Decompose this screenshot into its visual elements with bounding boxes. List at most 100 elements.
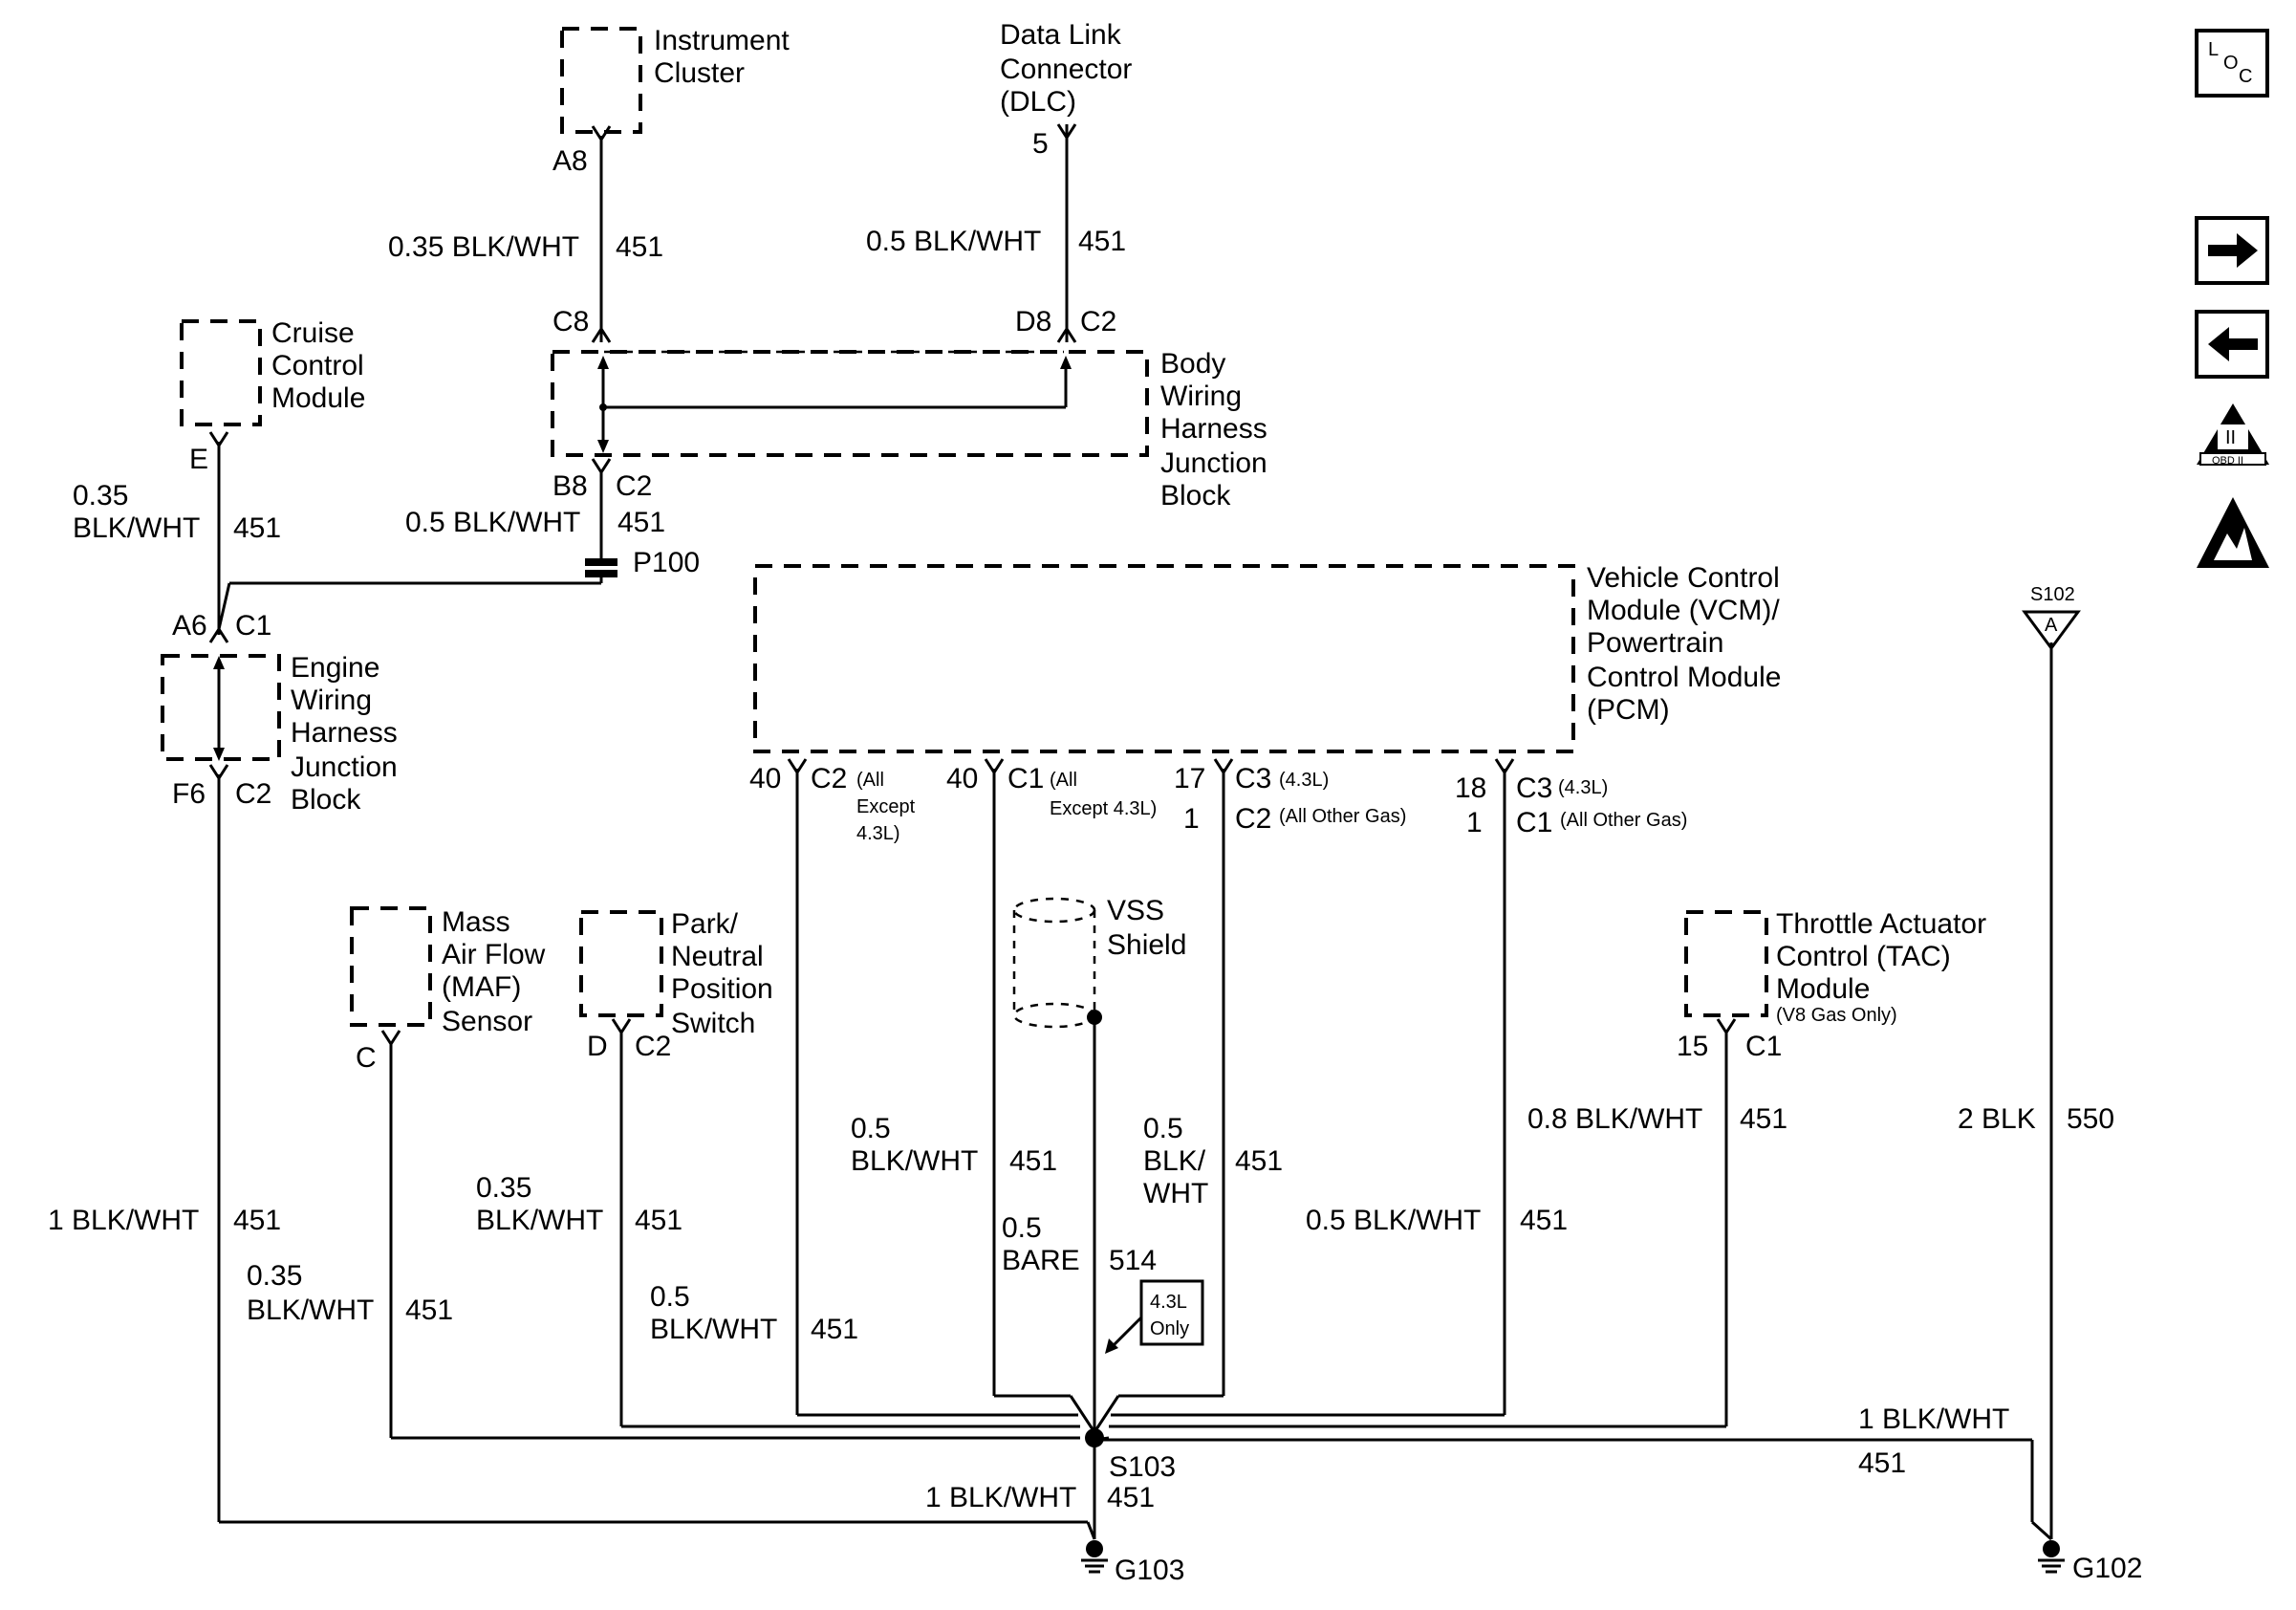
wire-maf-circuit: 451: [405, 1295, 453, 1326]
engine-junction-label: Engine Wiring Harness Junction Block: [291, 652, 405, 816]
svg-text:C: C: [2239, 66, 2252, 87]
back-arrow-icon[interactable]: [2195, 310, 2269, 379]
loc-icon[interactable]: L O C: [2195, 29, 2269, 98]
pin-vcm4-num: 18: [1455, 772, 1486, 804]
wire-pnp-gauge: 0.35 BLK/WHT: [476, 1172, 603, 1236]
tac-module-box: [1684, 910, 1768, 1017]
tac-module-label: Throttle Actuator Control (TAC) Module: [1776, 908, 1994, 1005]
pin-vcm1-note: (All Except 4.3L): [856, 770, 921, 844]
pin-vcm3-num: 17: [1174, 763, 1205, 794]
dlc-label: Data Link Connector (DLC): [1000, 19, 1140, 118]
pin-vcm1-conn: C2: [811, 763, 847, 794]
instrument-cluster-label: Instrument Cluster: [654, 25, 797, 89]
pin-vcm4-conn: C3: [1516, 772, 1552, 804]
pin-vcm4-num-b: 1: [1466, 807, 1483, 838]
pin-s103: S103: [1109, 1451, 1176, 1483]
pin-vcm3-conn-b: C2: [1235, 803, 1271, 835]
wire-dlc-circuit: 451: [1078, 226, 1126, 257]
pin-vcm1-num: 40: [749, 763, 781, 794]
pin-vcm4-note-b: (All Other Gas): [1560, 810, 1687, 831]
wire-ic-gauge: 0.35 BLK/WHT: [388, 231, 579, 263]
pin-bj-c8: C8: [552, 306, 589, 337]
vss-shield-label: VSS Shield: [1107, 895, 1186, 961]
wire-vcm4-gauge: 0.5 BLK/WHT: [1306, 1205, 1481, 1236]
maf-sensor-box: [350, 906, 432, 1027]
cruise-control-label: Cruise Control Module: [271, 317, 372, 414]
wire-vss-gauge: 0.5 BARE: [1002, 1212, 1080, 1276]
wire-vcm3-circuit: 451: [1235, 1145, 1283, 1177]
wire-maf-gauge: 0.35 BLK/WHT: [247, 1260, 374, 1326]
pin-ej-f6: F6: [172, 778, 206, 810]
pin-ic-a8: A8: [552, 145, 588, 177]
pin-vcm3-conn: C3: [1235, 763, 1271, 794]
tac-module-note: (V8 Gas Only): [1776, 1005, 1897, 1026]
instrument-cluster-box: [560, 27, 642, 134]
wire-vcm1-gauge: 0.5 BLK/WHT: [650, 1281, 777, 1345]
pin-vcm2-note: (All Except 4.3L): [1050, 770, 1157, 819]
wire-pnp-circuit: 451: [635, 1205, 682, 1236]
obd-ii-icon[interactable]: II OBD II: [2197, 403, 2269, 467]
wire-vcm2-gauge: 0.5 BLK/WHT: [851, 1113, 978, 1177]
connector-pins: [208, 123, 1737, 1047]
pin-ej-c2: C2: [235, 778, 271, 810]
pin-maf-c: C: [356, 1042, 377, 1074]
wire-vcm2-circuit: 451: [1009, 1145, 1057, 1177]
pin-g102: G102: [2072, 1553, 2142, 1584]
wire-dlc-gauge: 0.5 BLK/WHT: [866, 226, 1041, 257]
wire-g102-bus-gauge: 1 BLK/WHT: [1858, 1403, 2009, 1435]
wire-bj-out-gauge: 0.5 BLK/WHT: [405, 507, 580, 538]
pin-tac-15: 15: [1677, 1031, 1708, 1062]
body-junction-label: Body Wiring Harness Junction Block: [1160, 348, 1275, 511]
note-43l-text: 4.3L Only: [1150, 1292, 1192, 1339]
wire-s102-circuit: 550: [2067, 1103, 2114, 1135]
wire-ej-out-circuit: 451: [233, 1205, 281, 1236]
pin-vcm3-note-b: (All Other Gas): [1279, 806, 1406, 827]
wire-s102-gauge: 2 BLK: [1958, 1103, 2036, 1135]
pin-vcm3-note: (4.3L): [1279, 770, 1329, 791]
pin-cc-e: E: [189, 444, 208, 475]
pin-vcm3-num-b: 1: [1183, 803, 1200, 835]
wire-g102-bus-circuit: 451: [1858, 1447, 1906, 1479]
note-43l-box: [1139, 1279, 1204, 1346]
wire-vcm3-gauge: 0.5 BLK/ WHT: [1143, 1113, 1213, 1209]
wire-ic-circuit: 451: [616, 231, 663, 263]
pin-s102-letter: A: [2045, 615, 2058, 636]
wire-vss-circuit: 514: [1109, 1245, 1157, 1276]
pin-vcm4-note: (4.3L): [1558, 777, 1608, 798]
g103-ground-icon: [1081, 1540, 1108, 1574]
wire-bj-out-circuit: 451: [617, 507, 665, 538]
wire-cc-circuit: 451: [233, 512, 281, 544]
maf-sensor-label: Mass Air Flow (MAF) Sensor: [442, 906, 553, 1037]
pin-vcm2-conn: C1: [1007, 763, 1044, 794]
pin-vcm2-num: 40: [946, 763, 978, 794]
pin-pnp-c2: C2: [635, 1031, 671, 1062]
wire-tac-circuit: 451: [1740, 1103, 1787, 1135]
wire-g103-gauge: 1 BLK/WHT: [925, 1482, 1076, 1513]
wire-vcm1-circuit: 451: [811, 1314, 858, 1345]
s102-splice-triangle: [2022, 610, 2081, 651]
forward-arrow-icon[interactable]: [2195, 216, 2269, 285]
engine-junction-block-box: [161, 654, 281, 761]
pin-s102: S102: [2030, 584, 2075, 605]
pin-p100: P100: [633, 547, 700, 578]
wire-paths: [213, 124, 2053, 1541]
pin-vcm4-conn-b: C1: [1516, 807, 1552, 838]
svg-text:O: O: [2223, 53, 2239, 74]
wire-g103-circuit: 451: [1107, 1482, 1155, 1513]
g102-ground-icon: [2038, 1540, 2065, 1574]
pnp-switch-box: [579, 910, 663, 1017]
wire-ej-out-gauge: 1 BLK/WHT: [48, 1205, 199, 1236]
cruise-control-module-box: [180, 319, 262, 426]
pin-bj-c2-bot: C2: [616, 470, 652, 502]
pin-tac-c1: C1: [1745, 1031, 1782, 1062]
wire-tac-gauge: 0.8 BLK/WHT: [1527, 1103, 1702, 1135]
pin-dlc-5: 5: [1032, 128, 1049, 160]
esd-warning-icon[interactable]: [2197, 497, 2269, 568]
pnp-switch-label: Park/ Neutral Position Switch: [671, 908, 781, 1039]
vcm-pcm-box: [753, 564, 1575, 753]
pin-g103: G103: [1115, 1555, 1184, 1586]
pin-bj-d8: D8: [1015, 306, 1051, 337]
pin-ej-a6: A6: [172, 610, 207, 642]
pin-ej-c1: C1: [235, 610, 271, 642]
